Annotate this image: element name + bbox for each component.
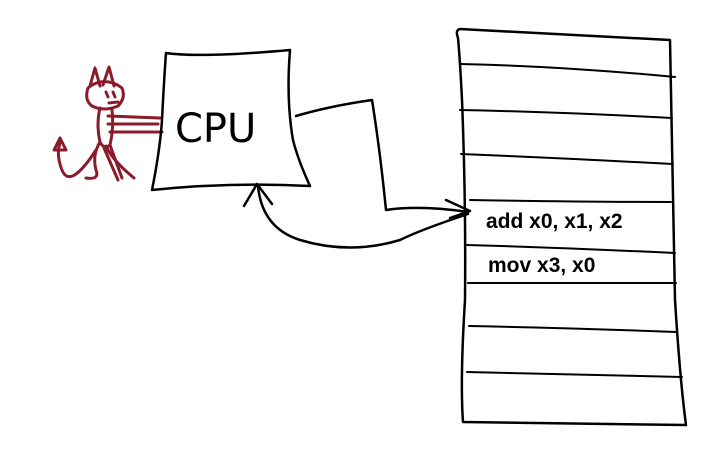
memory-rows <box>459 63 683 378</box>
memory-row-divider <box>468 325 677 333</box>
memory-row-divider <box>459 109 673 119</box>
memory-row-divider <box>466 244 676 254</box>
memory-row-divider <box>469 199 672 203</box>
memory-row-divider <box>466 371 683 378</box>
memory-instruction: add x0, x1, x2 <box>486 210 623 233</box>
devil-icon <box>52 65 164 182</box>
cpu-label: CPU <box>175 106 256 152</box>
return-arrow <box>256 184 470 249</box>
return-arrow-head <box>242 182 274 208</box>
fetch-arrow-head <box>444 198 472 220</box>
memory-instruction: mov x3, x0 <box>488 254 595 277</box>
cpu-box <box>150 48 312 192</box>
memory-block <box>455 27 688 427</box>
memory-row-divider <box>460 153 674 165</box>
memory-row-divider <box>459 63 676 78</box>
fetch-arrow <box>294 98 470 214</box>
